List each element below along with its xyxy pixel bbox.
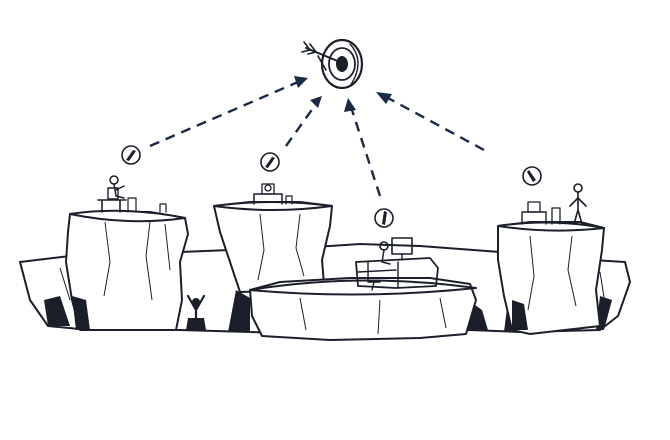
person-at-office-desk bbox=[355, 237, 439, 291]
compass-icon bbox=[522, 166, 542, 186]
person-at-desk bbox=[97, 175, 167, 213]
compass-icon bbox=[260, 152, 280, 172]
pillar-center bbox=[249, 237, 477, 341]
person-standing bbox=[569, 183, 587, 225]
bullseye-target-icon bbox=[301, 38, 364, 90]
desk-setup bbox=[521, 201, 561, 225]
person-at-workstation bbox=[253, 183, 293, 205]
person-raising-arms bbox=[186, 294, 206, 330]
alignment-arrows bbox=[149, 76, 485, 197]
pillar-left bbox=[65, 175, 189, 331]
pillar-right bbox=[497, 183, 605, 335]
compass-icon bbox=[374, 208, 394, 228]
compass-icon bbox=[121, 145, 141, 165]
pillar-second bbox=[213, 183, 333, 293]
